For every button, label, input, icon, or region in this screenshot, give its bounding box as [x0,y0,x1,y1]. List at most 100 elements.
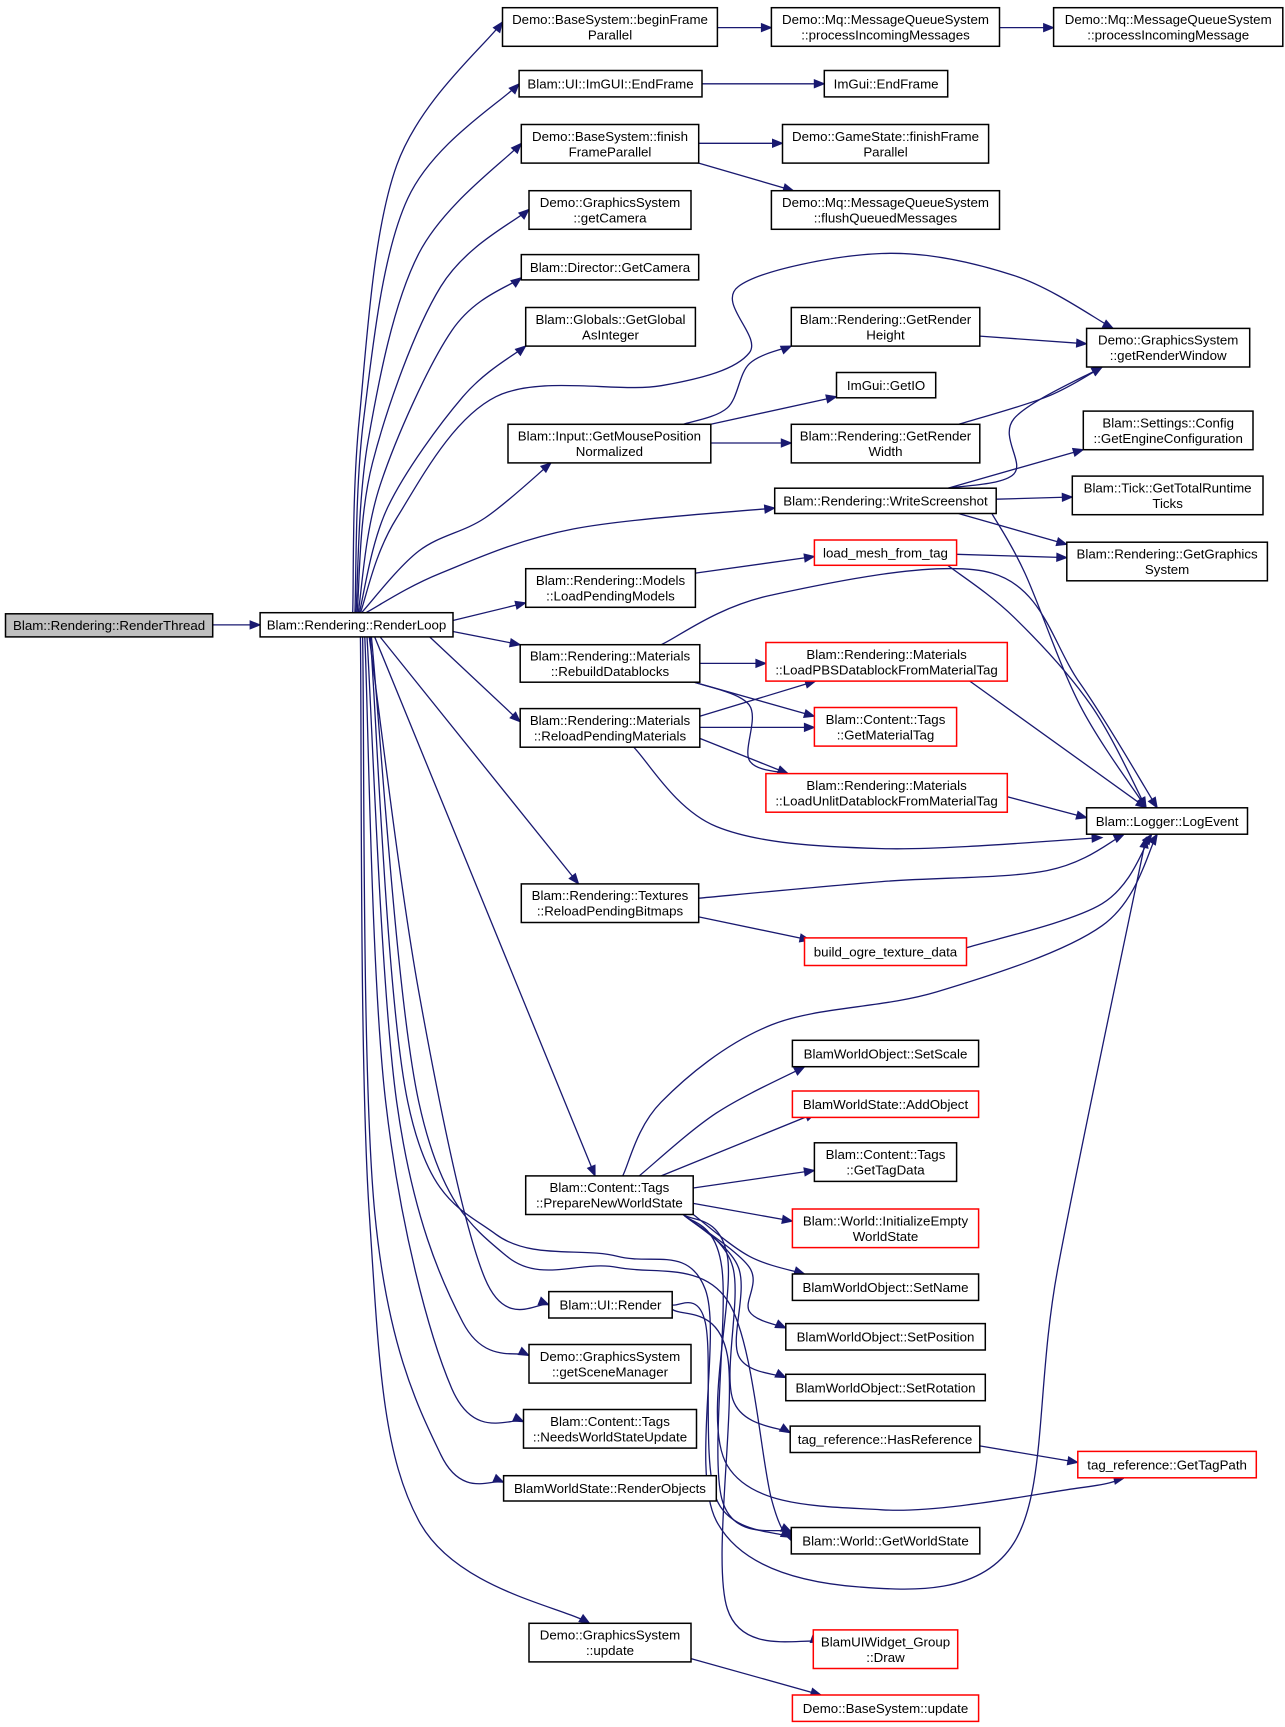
node-imguiendframe[interactable]: ImGui::EndFrame [823,69,949,98]
node-box [790,1526,981,1555]
node-box [501,6,719,48]
node-renderobjects[interactable]: BlamWorldState::RenderObjects [502,1474,718,1502]
node-box [835,371,937,399]
edge-renderloop-reloadbitmaps [379,636,580,885]
node-label: Blam::Globals::GetGlobal [535,312,685,327]
node-label: ImGui::GetIO [847,378,925,393]
edge-line [374,636,596,1177]
node-mqincoming1[interactable]: Demo::Mq::MessageQueueSystem::processInc… [1052,6,1284,48]
arrow-head [586,1164,596,1178]
node-box [823,69,949,98]
node-loadpbs[interactable]: Blam::Rendering::Materials::LoadPBSDatab… [765,641,1009,682]
node-label: Blam::Rendering::Textures [532,888,689,903]
node-label: Parallel [863,144,907,159]
edge-writescreenshot-engineconfig [947,447,1085,489]
node-uirender[interactable]: Blam::UI::Render [548,1290,673,1319]
arrow-head [1071,447,1085,458]
edge-line [979,1445,1078,1464]
node-loadmesh[interactable]: load_mesh_from_tag [813,539,958,567]
node-flushqueued[interactable]: Demo::Mq::MessageQueueSystem::flushQueue… [770,189,1001,231]
edge-loadpbs-logevent [969,680,1148,809]
node-box [520,253,700,281]
edge-line [958,512,1067,546]
node-getrenderwindow[interactable]: Demo::GraphicsSystem::getRenderWindow [1085,327,1251,368]
node-bsupdate[interactable]: Demo::BaseSystem::update [791,1694,980,1723]
node-label: Demo::GraphicsSystem [540,1349,680,1364]
node-getmaterialtag[interactable]: Blam::Content::Tags::GetMaterialTag [813,706,958,747]
node-setrotation[interactable]: BlamWorldObject::SetRotation [785,1373,987,1402]
node-engineconfig[interactable]: Blam::Settings::Config::GetEngineConfigu… [1082,410,1254,451]
node-renderloop[interactable]: Blam::Rendering::RenderLoop [259,611,454,638]
node-box [528,1622,692,1663]
arrow-head [793,1066,806,1076]
node-getscenemanager[interactable]: Demo::GraphicsSystem::getSceneManager [528,1343,692,1384]
edge-line [356,208,530,613]
edge-line [692,1213,805,1275]
arrow-head [1147,796,1158,809]
node-label: BlamWorldState::RenderObjects [514,1481,706,1496]
arrow-head [508,82,521,95]
node-loadpendingmodels[interactable]: Blam::Rendering::Models::LoadPendingMode… [524,567,697,609]
node-ogretexture[interactable]: build_ogre_texture_data [803,937,968,967]
node-hasreference[interactable]: tag_reference::HasReference [789,1425,981,1454]
node-uiendframe[interactable]: Blam::UI::ImGUI::EndFrame [518,69,703,98]
node-directorcam[interactable]: Blam::Director::GetCamera [520,253,700,281]
node-setname[interactable]: BlamWorldObject::SetName [791,1273,980,1302]
node-loadunlit[interactable]: Blam::Rendering::Materials::LoadUnlitDat… [765,772,1009,813]
edge-preparenewworld-gettagdata [693,1167,816,1189]
edge-reloadbitmaps-logevent [698,833,1126,899]
edge-line [638,1066,805,1177]
node-rebuilddatablocks[interactable]: Blam::Rendering::Materials::RebuildDatab… [519,643,701,683]
node-setscale[interactable]: BlamWorldObject::SetScale [791,1039,980,1068]
node-logevent[interactable]: Blam::Logger::LogEvent [1085,807,1249,835]
edge-loadunlit-logevent [1007,796,1088,820]
node-box [791,1273,980,1302]
node-widgetdraw[interactable]: BlamUIWidget_Group::Draw [812,1629,959,1670]
edge-line [991,513,1147,809]
edge-line [368,636,550,1311]
edge-line [710,396,837,425]
node-label: Ticks [1152,496,1183,511]
node-setposition[interactable]: BlamWorldObject::SetPosition [785,1322,987,1351]
node-mqincoming[interactable]: Demo::Mq::MessageQueueSystem::processInc… [770,6,1001,48]
node-addobject[interactable]: BlamWorldState::AddObject [791,1090,980,1119]
edge-renderloop-writescreenshot [365,504,777,614]
edge-line [947,564,1147,809]
node-reloadmaterials[interactable]: Blam::Rendering::Materials::ReloadPendin… [519,707,701,748]
node-renderthread[interactable]: Blam::Rendering::RenderThread [4,613,214,638]
arrow-head [1147,833,1158,846]
node-gettagdata[interactable]: Blam::Content::Tags::GetTagData [813,1142,958,1183]
node-box [520,123,700,164]
edge-writescreenshot-getgraphics [958,512,1069,547]
node-writescreenshot[interactable]: Blam::Rendering::WriteScreenshot [773,487,997,515]
edge-renderloop-renderobjects [361,636,505,1485]
node-preparenewworld[interactable]: Blam::Content::Tags::PrepareNewWorldStat… [524,1175,694,1216]
node-getcamera1[interactable]: Demo::GraphicsSystem::getCamera [528,189,692,231]
arrow-head [1090,366,1104,377]
node-box [548,1290,673,1319]
edge-mqincoming-mqincoming1 [999,22,1055,33]
node-imguigetio[interactable]: ImGui::GetIO [835,371,937,399]
node-needsworldupdate[interactable]: Blam::Content::Tags::NeedsWorldStateUpda… [522,1408,698,1449]
node-reloadbitmaps[interactable]: Blam::Rendering::Textures::ReloadPending… [520,883,700,924]
node-label: BlamWorldObject::SetName [802,1280,968,1295]
node-box [791,1039,980,1068]
node-label: Blam::Rendering::GetRender [800,429,972,444]
arrow-head [1075,810,1088,820]
arrow-head [1066,1455,1080,1466]
node-getworldstate[interactable]: Blam::World::GetWorldState [790,1526,981,1555]
node-gsupdate[interactable]: Demo::GraphicsSystem::update [528,1622,692,1663]
node-gettagpath[interactable]: tag_reference::GetTagPath [1077,1450,1258,1479]
node-box [770,189,1001,231]
